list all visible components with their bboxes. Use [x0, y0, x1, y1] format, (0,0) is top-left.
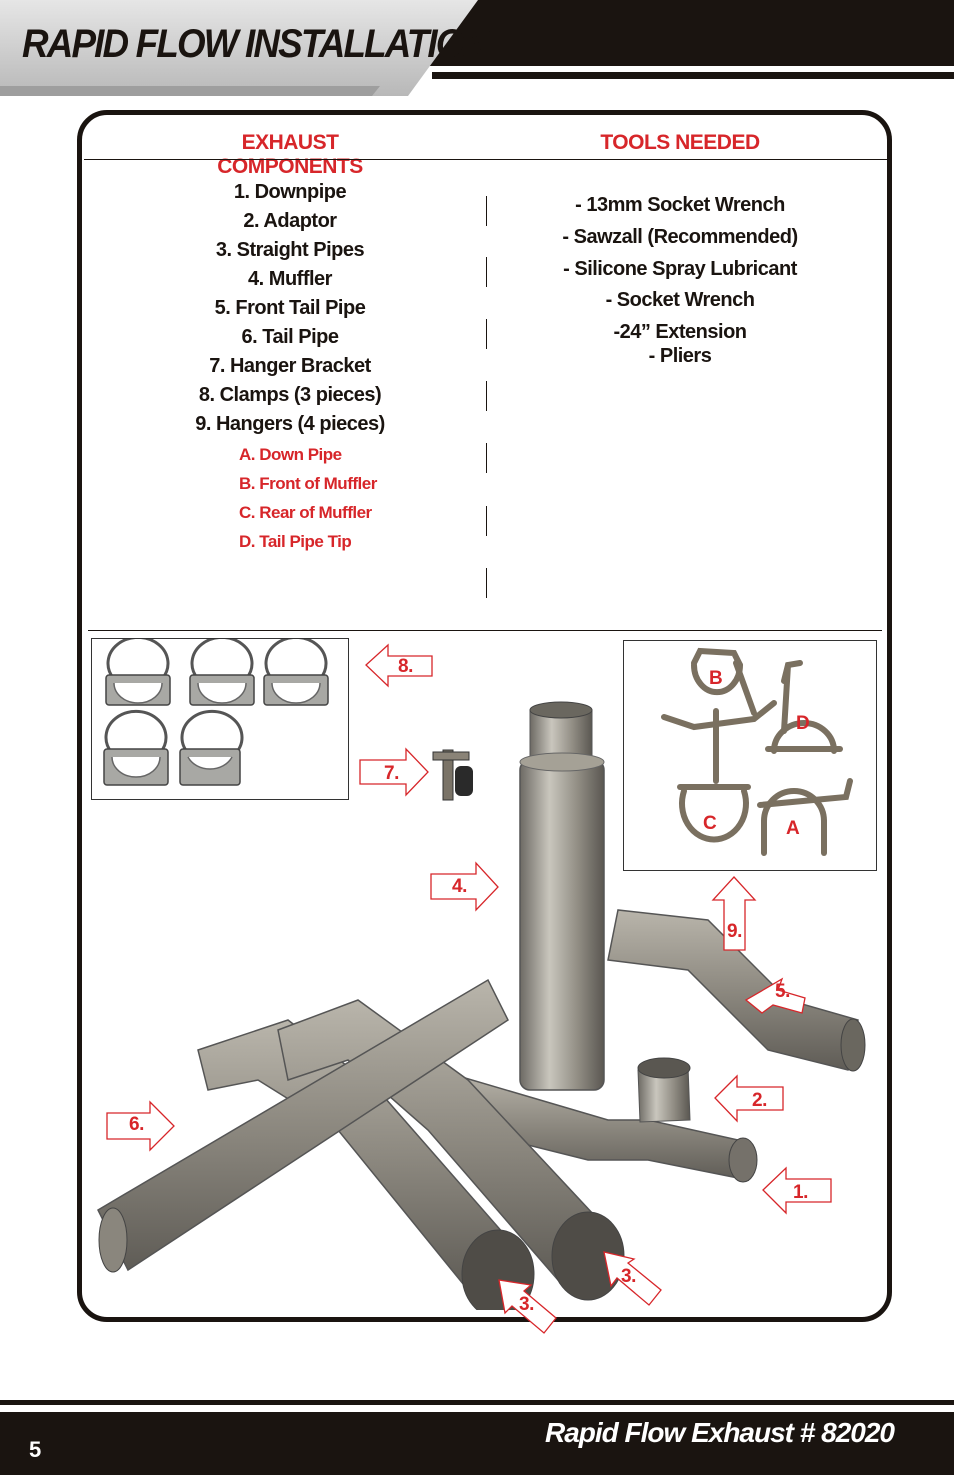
page-title: RAPID FLOW INSTALLATION [22, 22, 489, 66]
callout-label-4: 4. [452, 876, 467, 897]
callout-label-6: 6. [129, 1114, 144, 1135]
exhaust-parts-illustration [97, 701, 866, 1310]
callout-arrow-3a [498, 1279, 557, 1334]
list-item: - 13mm Socket Wrench [575, 194, 785, 216]
tools-needed-heading: TOOLS NEEDED [600, 131, 760, 154]
callout-label-5: 5. [775, 981, 790, 1002]
callout-arrow-6 [106, 1100, 175, 1152]
callout-arrow-9 [711, 876, 757, 951]
clamps-box [91, 635, 349, 800]
list-item: - Sawzall (Recommended) [562, 226, 798, 248]
list-item: -24” Extension [613, 321, 747, 343]
callout-label-3: 3. [519, 1294, 534, 1315]
heading-divider [84, 159, 892, 160]
column-divider [486, 196, 487, 226]
list-item: 5. Front Tail Pipe [214, 297, 366, 319]
column-divider [486, 319, 487, 349]
callout-arrow-5 [744, 977, 806, 1014]
footer-bar [0, 1412, 954, 1475]
callout-label-2: 2. [752, 1090, 767, 1111]
list-item: 6. Tail Pipe [241, 326, 340, 348]
list-item: - Socket Wrench [605, 289, 755, 311]
components-list: 1. Downpipe 2. Adaptor 3. Straight Pipes… [190, 178, 390, 439]
footer-rule [0, 1400, 954, 1405]
list-item: 9. Hangers (4 pieces) [195, 413, 385, 435]
clamps-illustration [103, 635, 329, 786]
column-divider [486, 443, 487, 473]
list-item: B. Front of Muffler [239, 474, 377, 493]
hanger-letter-c: C [703, 813, 717, 834]
tools-list: - 13mm Socket Wrench - Sawzall (Recommen… [530, 193, 830, 368]
list-item: - Pliers [648, 345, 712, 367]
callout-label-3: 3. [621, 1266, 636, 1287]
list-item: 4. Muffler [248, 268, 332, 290]
column-divider [486, 381, 487, 411]
callout-label-9: 9. [727, 921, 742, 942]
list-item: 2. Adaptor [243, 210, 337, 232]
header-band [0, 0, 954, 96]
hanger-parts-list: A. Down Pipe B. Front of Muffler C. Rear… [239, 440, 377, 556]
list-item: 7. Hanger Bracket [209, 355, 371, 377]
hanger-letter-a: A [786, 818, 800, 839]
callout-label-7: 7. [384, 763, 399, 784]
hanger-letter-d: D [796, 713, 810, 734]
list-item: 1. Downpipe [233, 181, 347, 203]
list-item: - Silicone Spray Lubricant [563, 258, 797, 280]
callout-arrow-3b [603, 1251, 662, 1306]
list-item: 3. Straight Pipes [215, 239, 365, 261]
section-divider [88, 630, 882, 631]
callout-arrow-7 [359, 747, 429, 797]
page-number: 5 [29, 1437, 42, 1462]
callout-arrow-2 [714, 1074, 784, 1123]
exhaust-components-heading: EXHAUST COMPONENTS [217, 131, 363, 178]
column-divider [486, 568, 487, 598]
hangers-box [623, 640, 877, 871]
hanger-letter-b: B [709, 668, 723, 689]
content-frame [77, 110, 892, 1322]
callout-arrow-1 [762, 1166, 832, 1215]
column-divider [486, 506, 487, 536]
column-divider [486, 257, 487, 287]
callout-arrow-4 [430, 861, 499, 912]
callout-label-8: 8. [398, 656, 413, 677]
list-item: 8. Clamps (3 pieces) [198, 384, 382, 406]
list-item: A. Down Pipe [239, 445, 342, 464]
callout-label-1: 1. [793, 1182, 808, 1203]
list-item: D. Tail Pipe Tip [239, 532, 352, 551]
hangers-illustration [661, 647, 853, 856]
list-item: C. Rear of Muffler [239, 503, 372, 522]
callout-arrow-8 [365, 643, 433, 688]
footer-title: Rapid Flow Exhaust # 82020 [544, 1417, 895, 1448]
